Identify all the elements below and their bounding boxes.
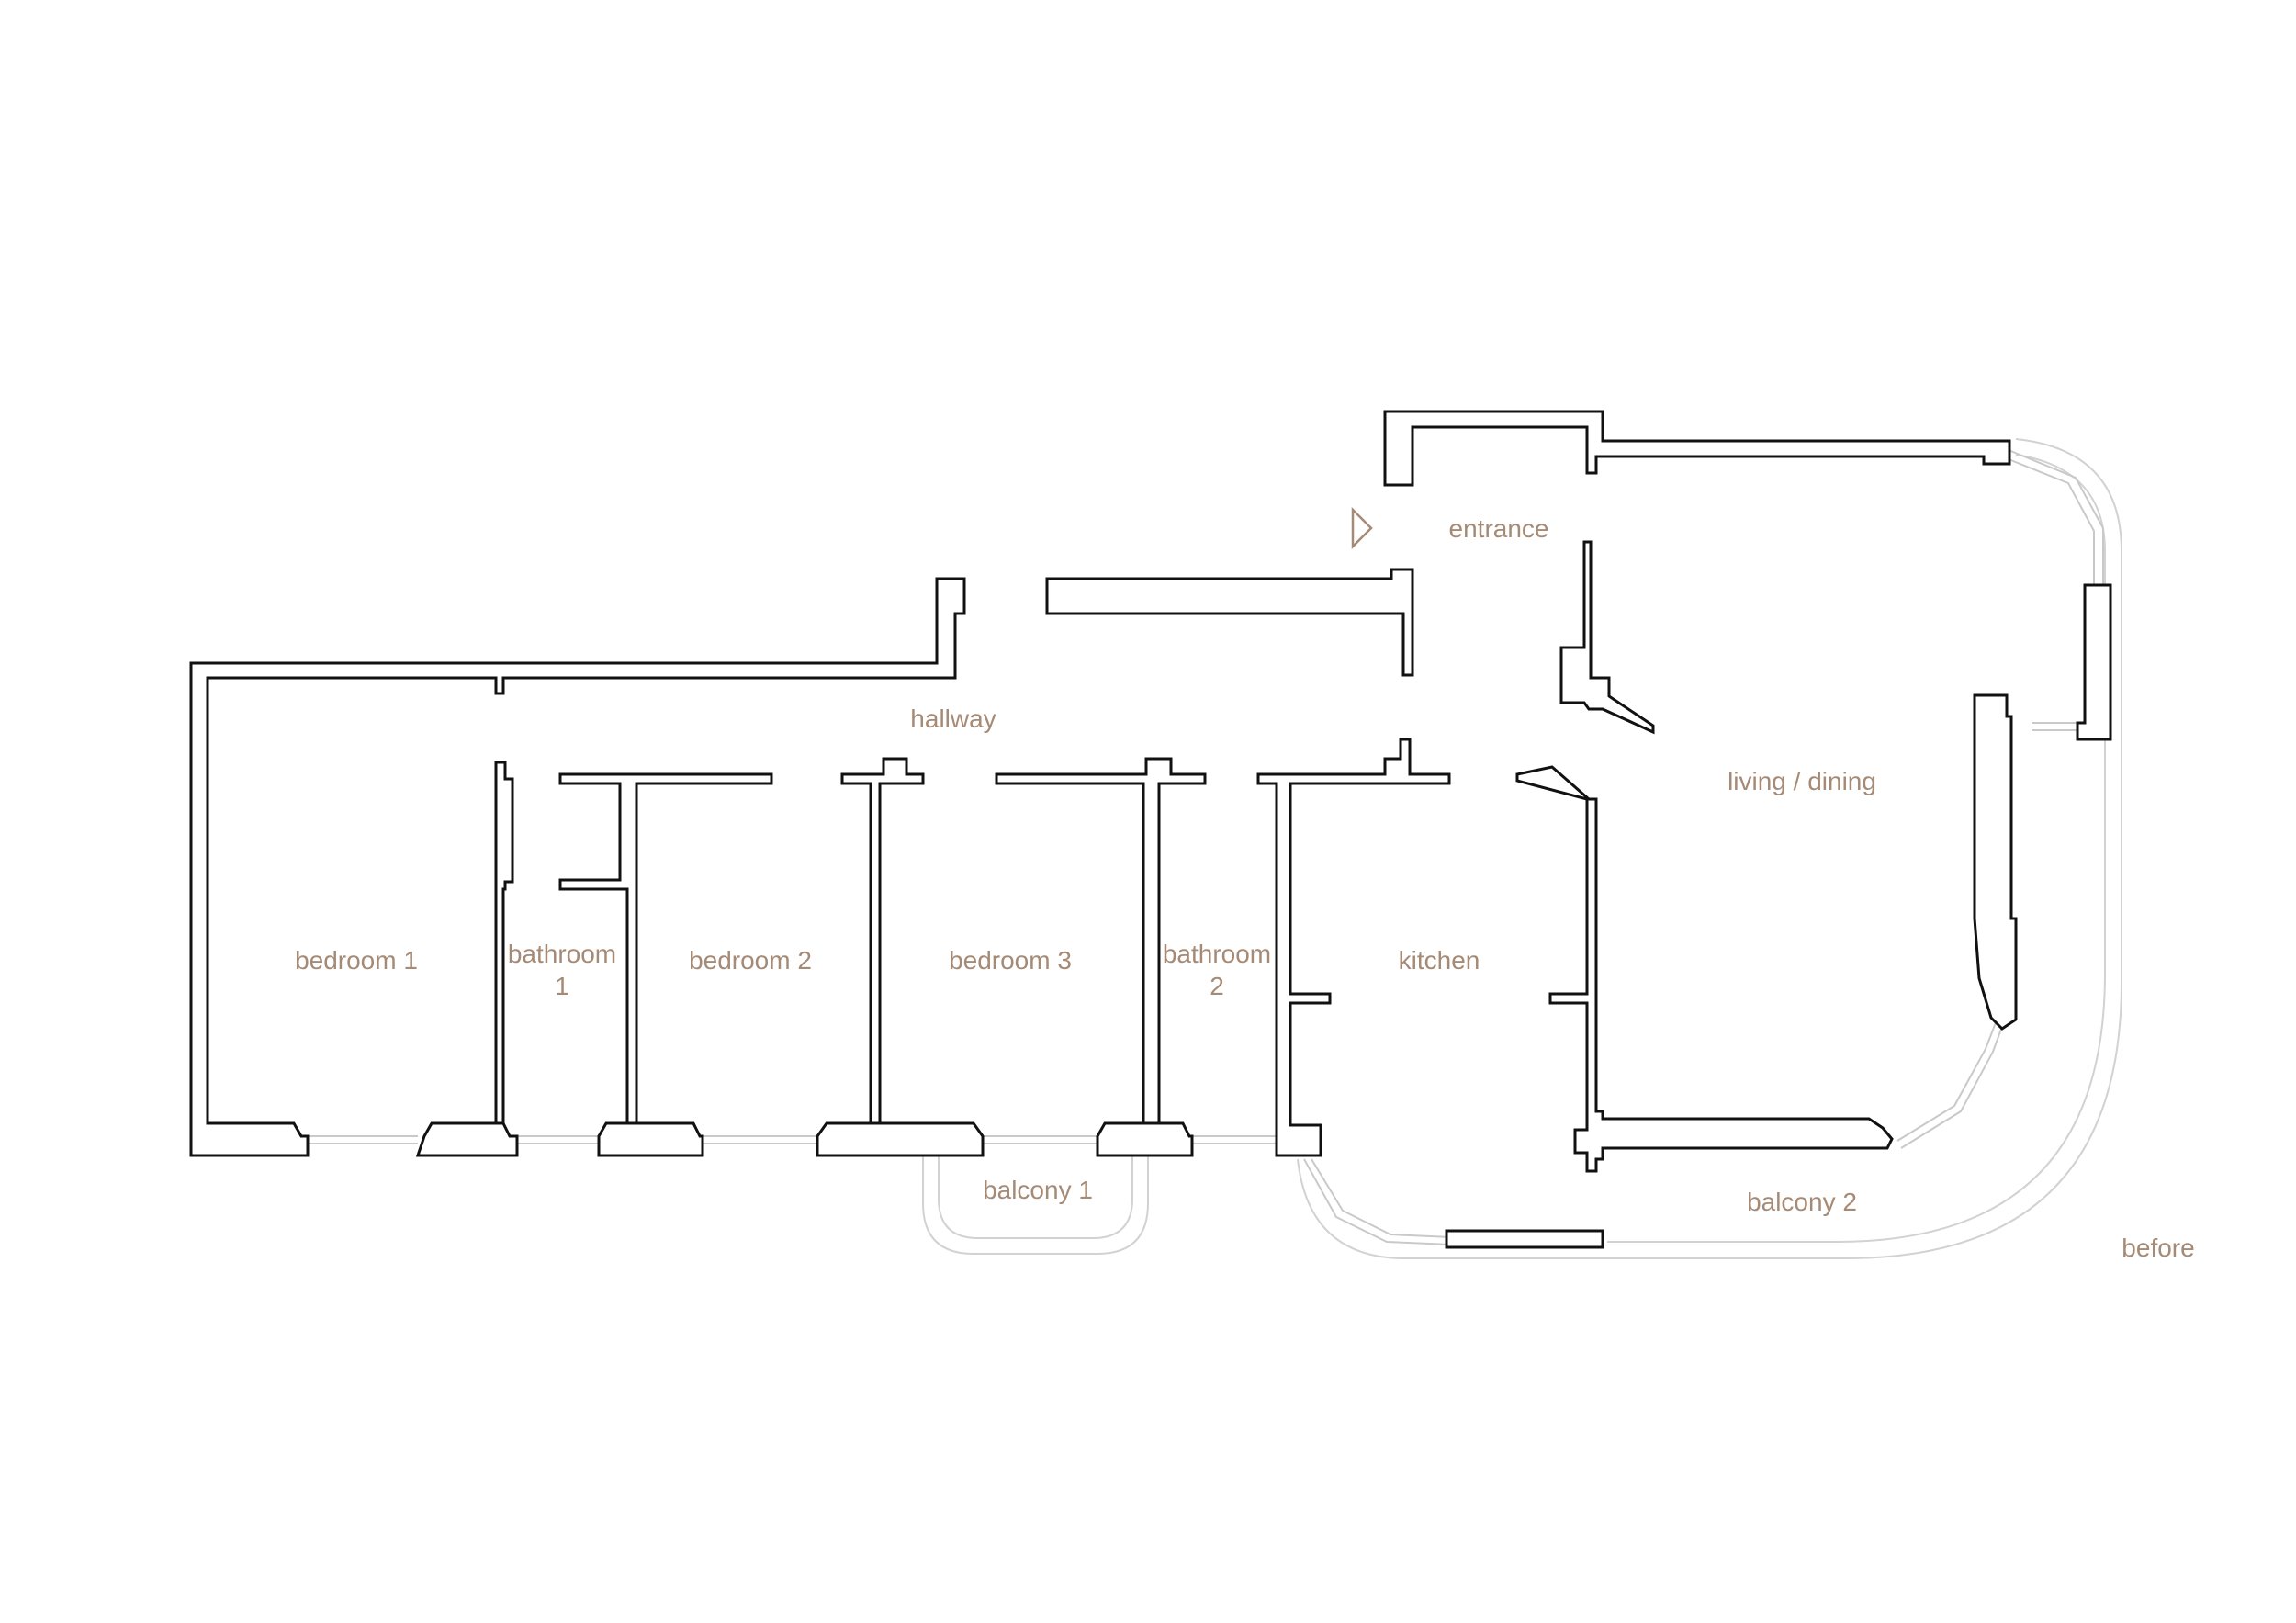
- label-entrance: entrance: [1449, 514, 1549, 543]
- wall-bedroom-3-bathroom-2: [995, 757, 1207, 1125]
- wall-bathroom-1-top: [558, 772, 773, 1125]
- label-bathroom-2-line-1: bathroom: [1163, 940, 1271, 968]
- label-balcony-1: balcony 1: [983, 1176, 1093, 1204]
- label-bathroom-1-line-1: bathroom: [508, 940, 616, 968]
- room-labels: entrance hallway living / dining bedroom…: [295, 514, 2195, 1262]
- label-bedroom-3: bedroom 3: [949, 946, 1072, 975]
- wall-bedroom-2-3-jamb: [816, 1121, 985, 1157]
- window-bedroom-3: [983, 1135, 1097, 1144]
- wall-living-right-column: [1973, 693, 2018, 1031]
- wall-entrance-inner: [1559, 540, 1655, 735]
- wall-entrance-outer: [1383, 410, 2011, 487]
- label-kitchen: kitchen: [1399, 946, 1480, 975]
- label-living-dining: living / dining: [1728, 767, 1876, 795]
- balcony-2-right-outline: [2015, 438, 2122, 739]
- label-bathroom-1-line-2: 1: [555, 972, 569, 1000]
- wall-bathroom-1-jamb: [597, 1121, 704, 1157]
- window-bathroom-1: [517, 1135, 599, 1144]
- wall-living-right-pillar: [2076, 583, 2112, 741]
- walls: [189, 410, 2112, 1249]
- balcony-2-outline: [1297, 739, 2122, 1259]
- window-bedroom-2: [703, 1135, 817, 1144]
- wall-bedroom-1-jamb: [415, 1121, 519, 1157]
- window-kitchen: [1303, 1158, 1452, 1245]
- window-bedroom-1: [308, 1135, 418, 1144]
- label-plan-state: before: [2122, 1234, 2194, 1262]
- balcony-1-inner-outline: [938, 1155, 1133, 1239]
- balcony-2-right-inner-outline: [2015, 454, 2106, 588]
- triangle-right-icon: [1351, 506, 1373, 550]
- wall-bedroom-2-3: [840, 757, 925, 1125]
- balcony-outlines: [922, 438, 2122, 1259]
- wall-kitchen-bottom: [1445, 1229, 1604, 1249]
- label-balcony-2: balcony 2: [1747, 1188, 1857, 1216]
- window-living-right-1: [2003, 449, 2104, 588]
- balcony-1-outline: [922, 1155, 1149, 1255]
- label-bedroom-1: bedroom 1: [295, 946, 418, 975]
- label-hallway: hallway: [910, 704, 996, 733]
- wall-bedroom-1-outer: [189, 577, 966, 1157]
- label-bedroom-2: bedroom 2: [689, 946, 812, 975]
- wall-bedroom-3-jamb: [1096, 1121, 1194, 1157]
- wall-bathroom-2-kitchen: [1256, 738, 1451, 1157]
- window-bathroom-2: [1192, 1135, 1277, 1144]
- balcony-2-inner-outline: [1607, 739, 2106, 1243]
- wall-kitchen-living: [1515, 765, 1894, 1173]
- window-living-corner: [1896, 1000, 2012, 1149]
- label-bathroom-2-line-2: 2: [1210, 972, 1224, 1000]
- wall-hallway-center: [1045, 568, 1414, 677]
